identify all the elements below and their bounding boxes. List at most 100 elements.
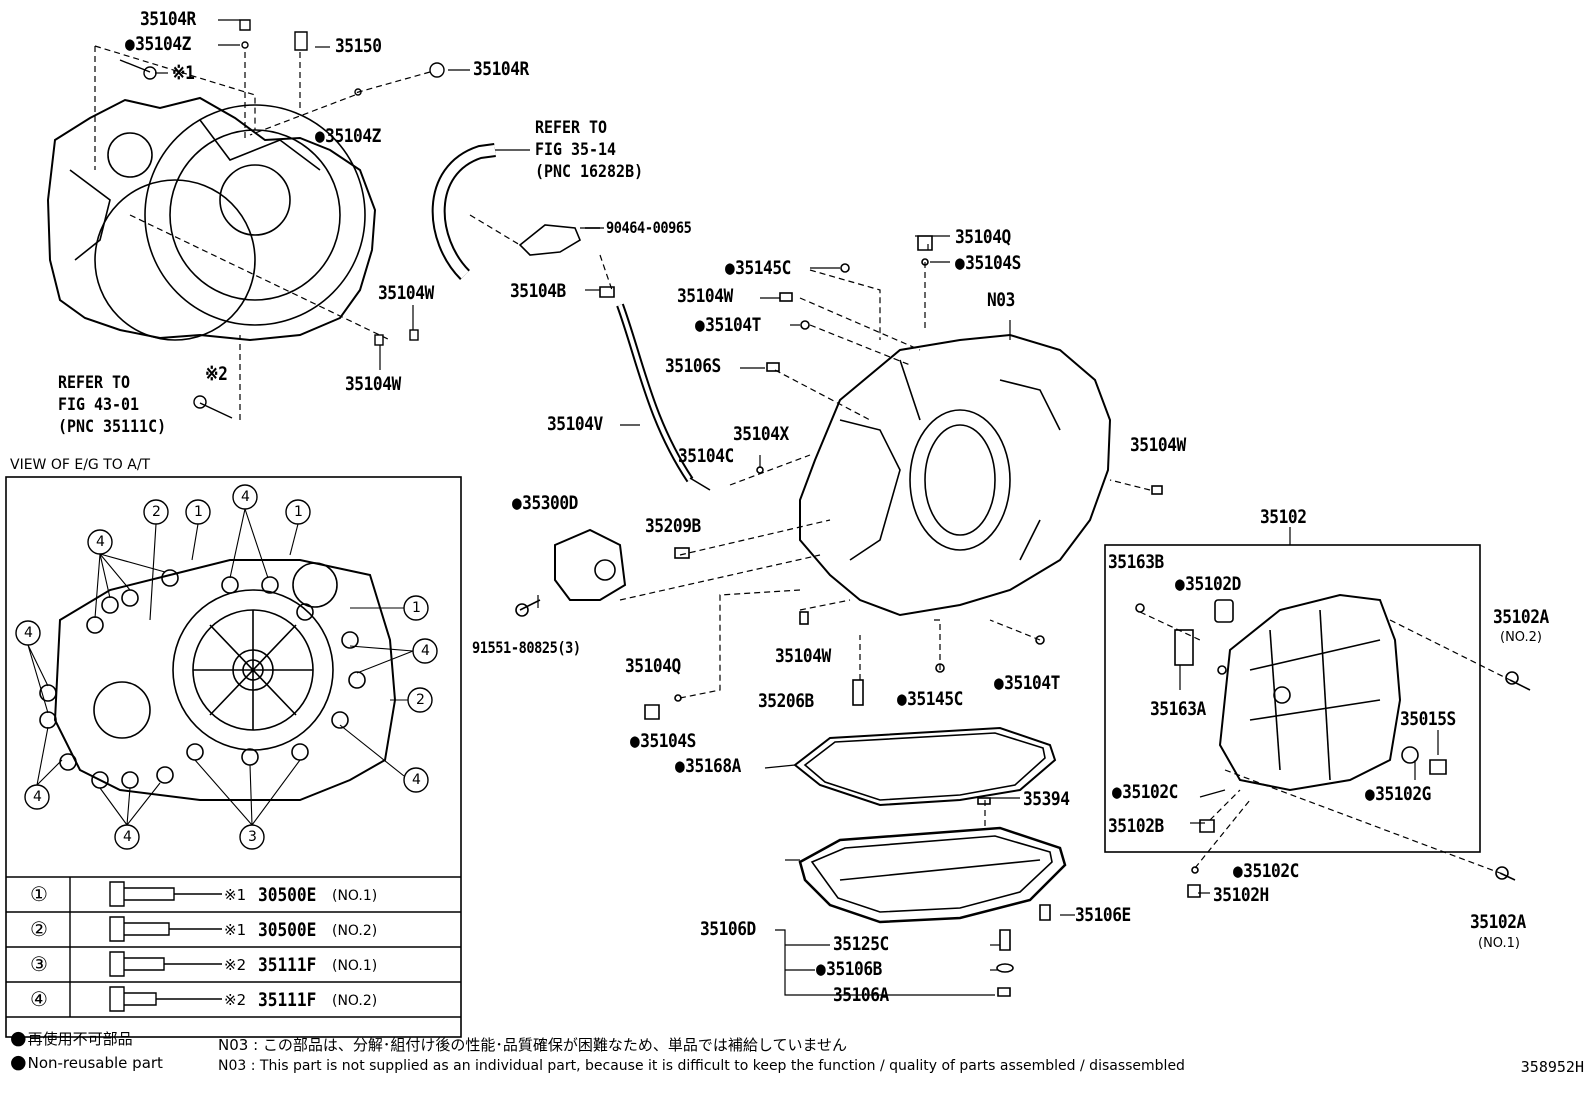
callout-number: 4 bbox=[123, 829, 132, 845]
part-label: 35145C bbox=[725, 259, 791, 278]
table-ref: ※1 bbox=[224, 886, 247, 904]
part-label: 35104Z bbox=[125, 35, 191, 54]
part-subnote: (NO.2) bbox=[1500, 630, 1542, 645]
part-label: 35106D bbox=[700, 918, 756, 940]
callout-number: 1 bbox=[412, 600, 421, 616]
part-label: 35104W bbox=[378, 282, 434, 304]
legend-en: Non-reusable part bbox=[10, 1053, 163, 1072]
part-label: 35104W bbox=[775, 645, 831, 667]
part-label: 35104Q bbox=[625, 655, 681, 677]
part-label: 35015S bbox=[1400, 708, 1456, 730]
callout-number: 4 bbox=[33, 789, 42, 805]
part-label: 35104T bbox=[994, 674, 1060, 693]
table-ref: ※2 bbox=[224, 991, 247, 1009]
part-label: 35163B bbox=[1108, 551, 1164, 573]
part-label: 35102A bbox=[1470, 911, 1526, 933]
part-label: 35104V bbox=[547, 413, 603, 435]
part-label: 91551-80825(3) bbox=[472, 638, 581, 657]
leader-lines-middle bbox=[537, 227, 1011, 608]
part-label: 35104S bbox=[630, 732, 696, 751]
part-label: 35163A bbox=[1150, 698, 1206, 720]
reference-mark: ※2 bbox=[205, 363, 228, 385]
part-label: 35106B bbox=[816, 960, 882, 979]
part-label: 35104Z bbox=[315, 127, 381, 146]
part-label: 35206B bbox=[758, 690, 814, 712]
part-label: 35102 bbox=[1260, 506, 1307, 528]
leader-lines-top-left bbox=[155, 19, 530, 370]
table-code: 35111F bbox=[258, 954, 317, 976]
footnote-en: N03 : This part is not supplied as an in… bbox=[218, 1058, 1185, 1074]
table-no: (NO.2) bbox=[332, 923, 378, 939]
extension-leaders bbox=[1179, 665, 1439, 894]
oil-pan-leaders bbox=[764, 764, 1075, 996]
table-mark: ④ bbox=[30, 987, 48, 1011]
part-label: 35209B bbox=[645, 515, 701, 537]
view-title: VIEW OF E/G TO A/T bbox=[10, 457, 151, 473]
transaxle-case bbox=[799, 333, 1112, 617]
part-label: 35125C bbox=[833, 933, 889, 955]
extension-dashes bbox=[1139, 611, 1511, 874]
callout-number: 2 bbox=[416, 692, 425, 708]
housing-bolts bbox=[119, 19, 445, 419]
view-callout-leaders bbox=[27, 508, 414, 826]
part-label: N03 bbox=[987, 289, 1015, 311]
leader-dashes-middle bbox=[599, 240, 1151, 699]
part-label: 35104W bbox=[677, 285, 733, 307]
part-label: 35104S bbox=[955, 254, 1021, 273]
table-mark: ③ bbox=[30, 952, 48, 976]
reference-mark: ※1 bbox=[172, 62, 195, 84]
leader-dashes-top-left bbox=[94, 45, 521, 420]
part-label: 35168A bbox=[675, 757, 741, 776]
refer-note: REFER TO FIG 35-14 (PNC 16282B) bbox=[535, 118, 644, 182]
part-label: 35104X bbox=[733, 423, 789, 445]
speed-sensor bbox=[515, 528, 627, 617]
footnote-jp: N03 : この部品は、分解･組付け後の性能･品質確保が困難なため、単品では補給… bbox=[218, 1036, 848, 1054]
part-label: 35104R bbox=[140, 8, 196, 30]
part-label: 35102C bbox=[1233, 862, 1299, 881]
table-code: 35111F bbox=[258, 989, 317, 1011]
part-label: 35300D bbox=[512, 494, 578, 513]
callout-number: 4 bbox=[241, 489, 250, 505]
table-mark: ② bbox=[30, 917, 48, 941]
part-label: 35104Q bbox=[955, 226, 1011, 248]
part-label: 35102D bbox=[1175, 575, 1241, 594]
table-ref: ※1 bbox=[224, 921, 247, 939]
view-callout-circles bbox=[15, 484, 438, 850]
extension-housing bbox=[1135, 593, 1531, 898]
part-label: 35104T bbox=[695, 316, 761, 335]
part-label: 35150 bbox=[335, 35, 382, 57]
callout-number: 3 bbox=[248, 829, 257, 845]
engine-to-at-view bbox=[39, 559, 397, 801]
part-subnote: (NO.1) bbox=[1478, 936, 1520, 951]
callout-number: 2 bbox=[152, 504, 161, 520]
table-mark: ① bbox=[30, 882, 48, 906]
callout-number: 1 bbox=[194, 504, 203, 520]
part-label: 90464-00965 bbox=[606, 218, 692, 237]
table-no: (NO.2) bbox=[332, 993, 378, 1009]
part-label: 35104W bbox=[1130, 434, 1186, 456]
extension-housing-box bbox=[1104, 544, 1481, 853]
view-box bbox=[5, 476, 462, 1038]
part-label: 35104W bbox=[345, 373, 401, 395]
fastener-table-grid bbox=[6, 876, 461, 1018]
refer-note: REFER TO FIG 43-01 (PNC 35111C) bbox=[58, 373, 167, 437]
cooler-hose-inner bbox=[433, 145, 496, 279]
callout-number: 4 bbox=[24, 625, 33, 641]
bolt-icons bbox=[109, 881, 222, 1012]
callout-number: 4 bbox=[421, 643, 430, 659]
part-label: 35104B bbox=[510, 280, 566, 302]
callout-number: 4 bbox=[412, 772, 421, 788]
case-small-parts bbox=[644, 235, 1163, 720]
part-label: 35145C bbox=[897, 690, 963, 709]
table-no: (NO.1) bbox=[332, 958, 378, 974]
part-label: 35102G bbox=[1365, 785, 1431, 804]
part-label: 35106A bbox=[833, 984, 889, 1006]
part-label: 35102A bbox=[1493, 606, 1549, 628]
oil-pan bbox=[798, 826, 1067, 997]
part-label: 35102H bbox=[1213, 884, 1269, 906]
part-label: 35104C bbox=[678, 445, 734, 467]
oil-pan-gasket bbox=[793, 726, 1057, 807]
table-code: 30500E bbox=[258, 919, 317, 941]
table-ref: ※2 bbox=[224, 956, 247, 974]
